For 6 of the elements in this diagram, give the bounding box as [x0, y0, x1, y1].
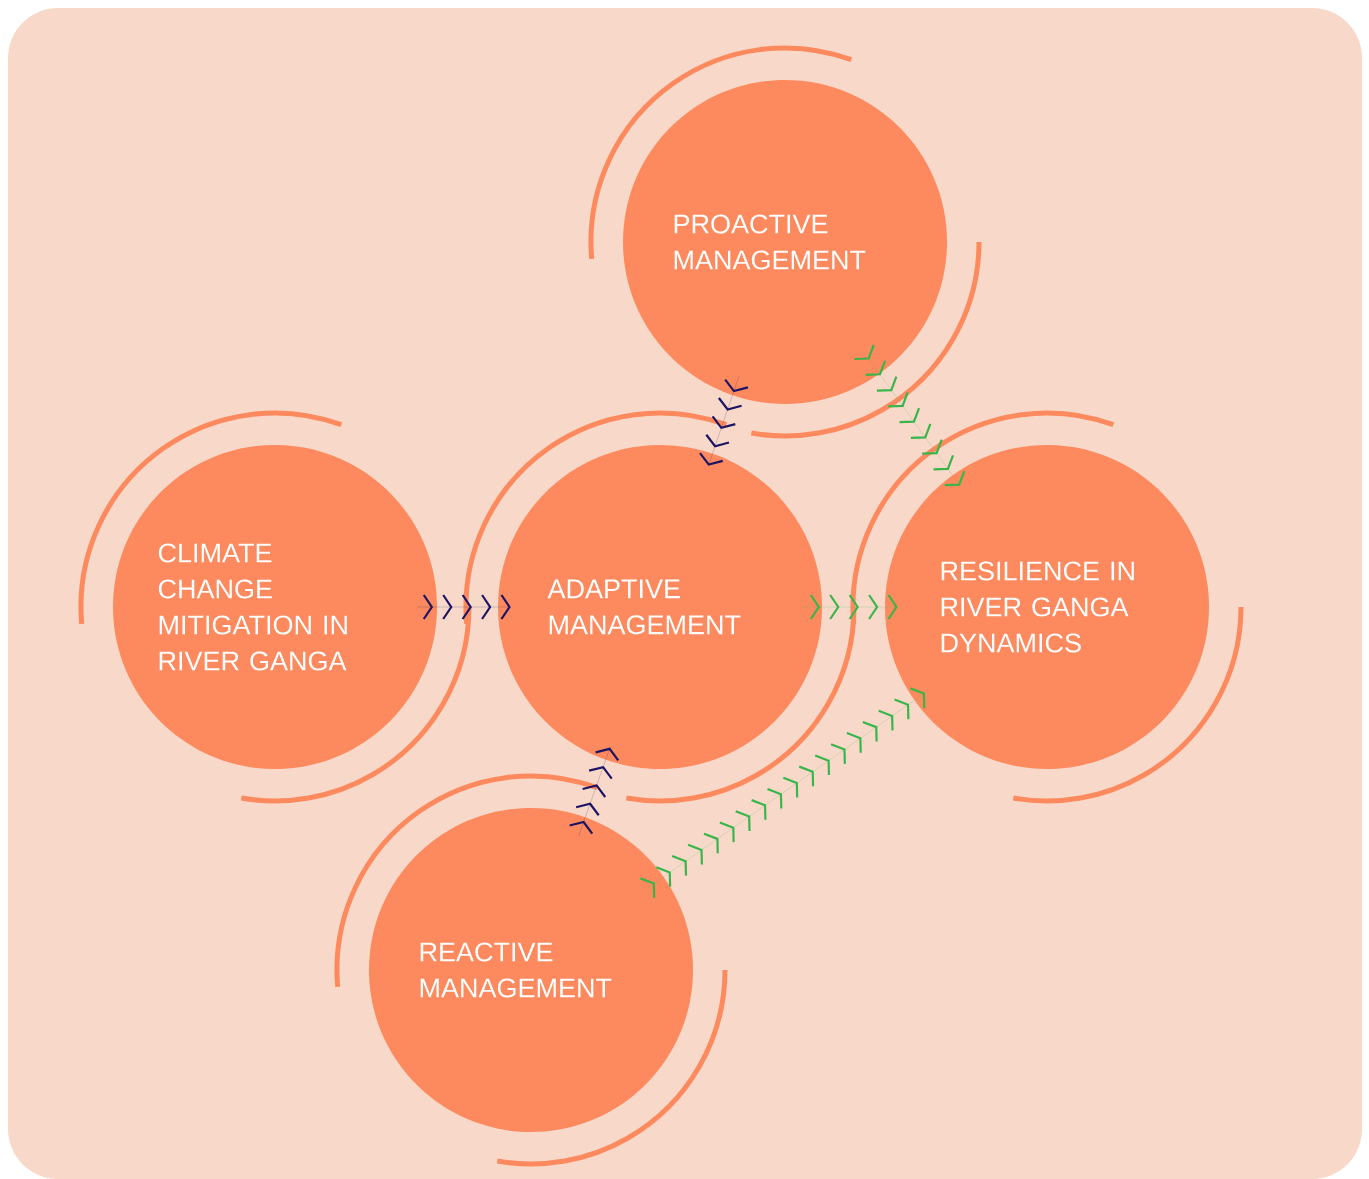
chevron-arrow	[802, 594, 898, 620]
chevron-arrow	[640, 687, 926, 899]
chevron-arrow	[569, 747, 620, 837]
chevron-arrow	[699, 376, 749, 466]
chevron-arrow	[417, 594, 511, 620]
chevron-arrow	[854, 344, 966, 487]
